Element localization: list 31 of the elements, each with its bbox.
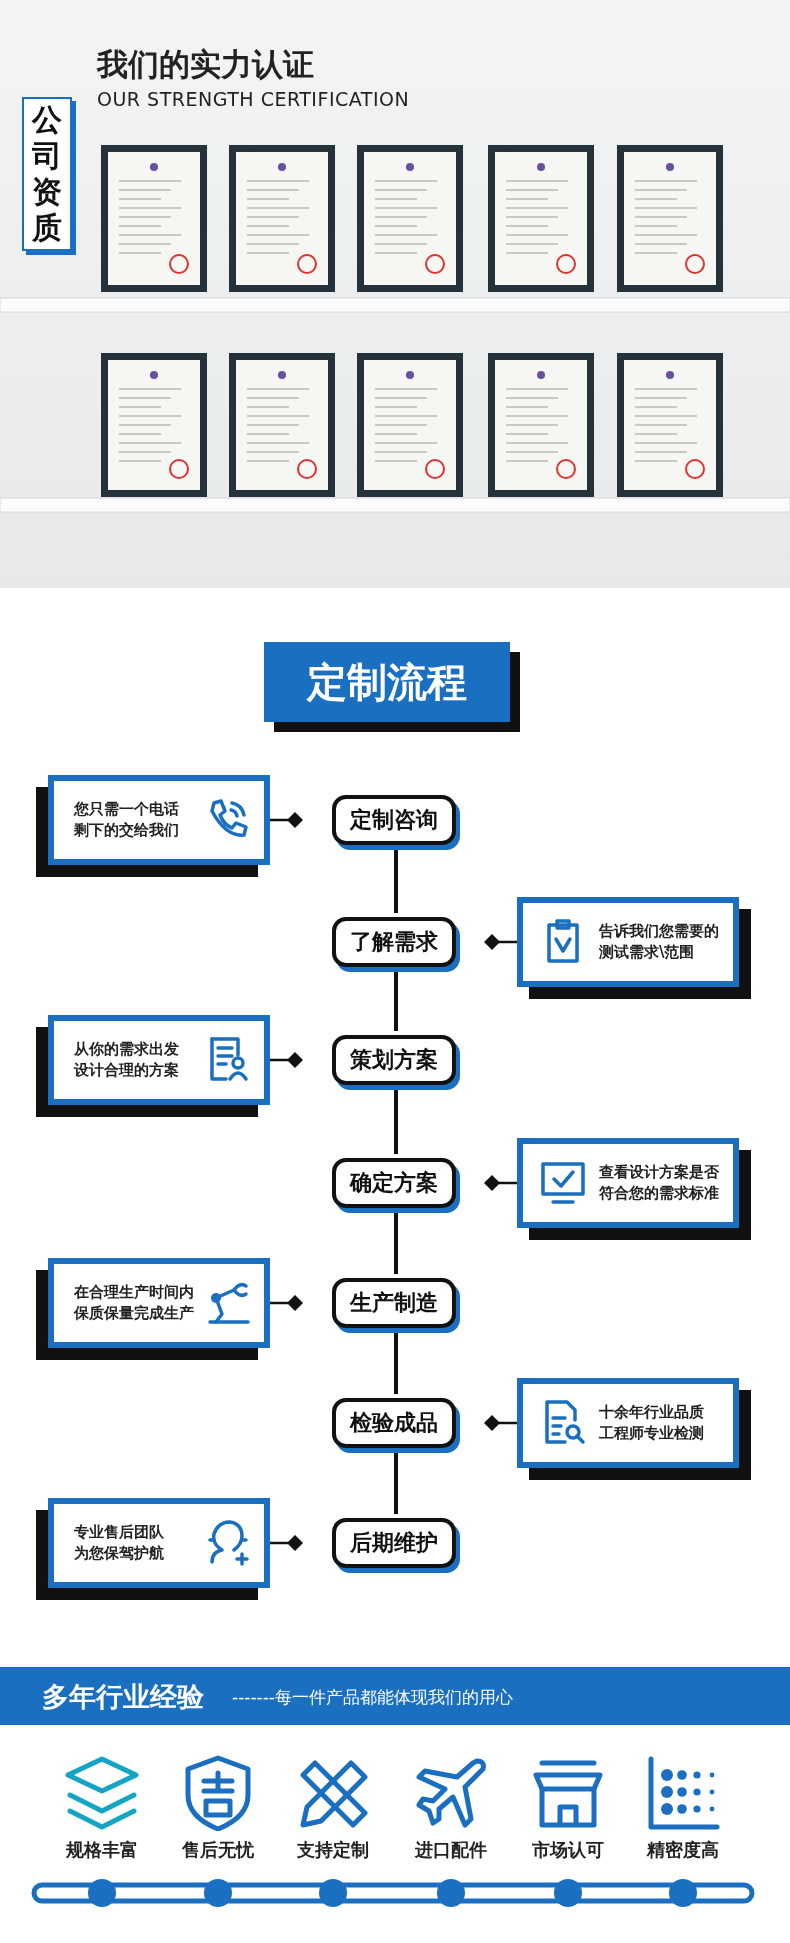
connector bbox=[484, 1175, 517, 1191]
card-text: 查看设计方案是否符合您的需求标准 bbox=[599, 1162, 720, 1204]
feature-label: 进口配件 bbox=[414, 1838, 488, 1862]
connector bbox=[394, 1452, 398, 1514]
connector bbox=[270, 1535, 303, 1551]
connector bbox=[394, 849, 398, 913]
feature-label: 售后无忧 bbox=[181, 1838, 255, 1862]
banner-subtitle: -------每一件产品都能体现我们的用心 bbox=[232, 1686, 513, 1709]
connector bbox=[270, 1295, 303, 1311]
banner bbox=[0, 1667, 790, 1725]
card-text: 专业售后团队为您保驾护航 bbox=[74, 1522, 165, 1564]
feature-label: 支持定制 bbox=[296, 1838, 370, 1862]
card-text: 在合理生产时间内保质保量完成生产 bbox=[74, 1282, 195, 1324]
connector bbox=[270, 1052, 303, 1068]
connector bbox=[394, 971, 398, 1031]
feature-label: 精密度高 bbox=[645, 1838, 720, 1862]
connector bbox=[394, 1332, 398, 1394]
card-text: 告诉我们您需要的测试需求\范围 bbox=[599, 921, 720, 963]
connector bbox=[484, 1415, 517, 1431]
feature-label: 规格丰富 bbox=[65, 1838, 139, 1862]
feature-label: 市场认可 bbox=[531, 1838, 605, 1862]
card-text: 从你的需求出发设计合理的方案 bbox=[74, 1039, 180, 1081]
page-title: 我们的实力认证 bbox=[97, 45, 314, 84]
connector bbox=[270, 812, 303, 828]
card-text: 十余年行业品质工程师专业检测 bbox=[599, 1402, 705, 1444]
card-text: 您只需一个电话剩下的交给我们 bbox=[74, 799, 180, 841]
connector bbox=[394, 1212, 398, 1274]
connector bbox=[394, 1089, 398, 1154]
subtitle: OUR STRENGTH CERTIFICATION bbox=[97, 88, 410, 110]
connector bbox=[484, 934, 517, 950]
banner-title: 多年行业经验 bbox=[42, 1680, 204, 1714]
